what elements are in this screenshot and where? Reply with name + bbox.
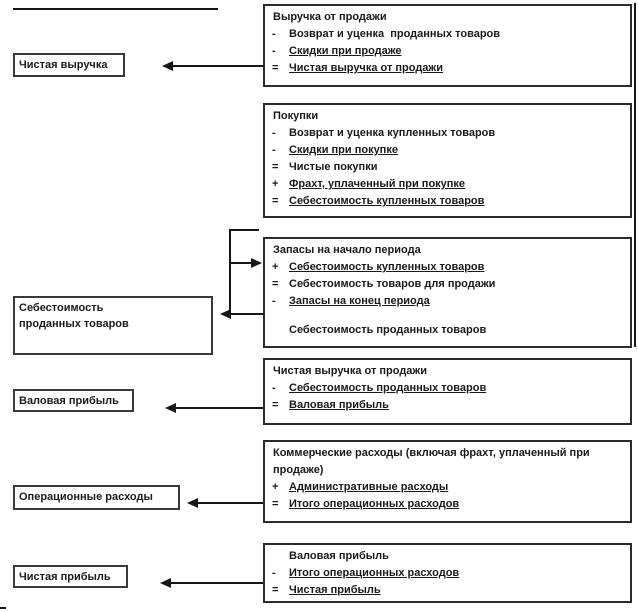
calc-title: Запасы на начало периода [273, 244, 421, 256]
calc-box-purchases: Покупки - Возврат и уценка купленных това… [263, 103, 632, 218]
arrow-line [175, 407, 263, 409]
row-operator: = [272, 161, 279, 173]
calc-row: - Себестоимость проданных товаров [272, 380, 624, 397]
label-text: Операционные расходы [19, 491, 153, 503]
row-operator: = [272, 195, 279, 207]
row-text: Чистые покупки [289, 161, 378, 173]
calc-row: = Чистая выручка от продажи [272, 60, 624, 77]
calc-row: = Чистые покупки [272, 159, 624, 176]
row-operator: - [272, 382, 276, 394]
label-net-profit: Чистая прибыль [13, 565, 128, 588]
arrowhead-left-icon [187, 498, 198, 508]
label-text: Валовая прибыль [19, 395, 119, 407]
row-operator: - [272, 295, 276, 307]
row-text: Себестоимость проданных товаров [289, 382, 487, 394]
arrowhead-left-icon [220, 309, 231, 319]
calc-row: + Административные расходы [272, 479, 624, 496]
calc-row: - Возврат и уценка проданных товаров [272, 26, 624, 43]
calc-row: + Себестоимость купленных товаров [272, 259, 624, 276]
label-net-revenue: Чистая выручка [13, 53, 125, 77]
arrow-line [172, 65, 263, 67]
row-text: Себестоимость купленных товаров [289, 195, 485, 207]
arrowhead-left-icon [160, 578, 171, 588]
row-operator: - [272, 567, 276, 579]
calc-box-gross-profit: Чистая выручка от продажи - Себестоимость… [263, 358, 632, 425]
label-text: Чистая прибыль [19, 571, 111, 583]
row-operator: = [272, 399, 279, 411]
row-operator: = [272, 584, 279, 596]
right-border-line [634, 3, 636, 347]
arrow-line [197, 502, 263, 504]
calc-title: Чистая выручка от продажи [273, 365, 427, 377]
label-text: проданных товаров [19, 318, 129, 330]
calc-row: - Запасы на конец периода [272, 293, 624, 310]
row-text: Валовая прибыль [289, 550, 389, 562]
row-text: Запасы на конец периода [289, 295, 430, 307]
row-text: Скидки при покупке [289, 144, 398, 156]
row-text: Себестоимость проданных товаров [289, 324, 487, 336]
row-text: Скидки при продаже [289, 45, 402, 57]
label-text: Себестоимость [19, 302, 104, 314]
calc-row: Валовая прибыль [272, 548, 624, 565]
label-operating-expenses: Операционные расходы [13, 485, 180, 510]
calc-row: - Скидки при продаже [272, 43, 624, 60]
label-text: Чистая выручка [19, 59, 108, 71]
row-text: Себестоимость купленных товаров [289, 261, 485, 273]
arrowhead-left-icon [165, 403, 176, 413]
row-operator: - [272, 144, 276, 156]
arrow-line [170, 582, 263, 584]
row-operator: = [272, 62, 279, 74]
row-text: Чистая прибыль [289, 584, 381, 596]
row-operator: - [272, 28, 276, 40]
row-operator: - [272, 45, 276, 57]
arrow-line [230, 313, 263, 315]
calc-row: Себестоимость проданных товаров [272, 322, 624, 339]
calc-row: - Скидки при покупке [272, 142, 624, 159]
row-operator: = [272, 278, 279, 290]
row-text: Возврат и уценка проданных товаров [289, 28, 501, 40]
arrowhead-right-icon [251, 258, 262, 268]
calc-row: = Итого операционных расходов [272, 496, 624, 513]
bottom-left-tick [0, 607, 6, 609]
calc-box-cogs: Запасы на начало периода + Себестоимость … [263, 237, 632, 348]
row-text: Итого операционных расходов [289, 498, 460, 510]
row-operator: + [272, 178, 279, 190]
calc-row: + Фрахт, уплаченный при покупке [272, 176, 624, 193]
row-text: Чистая выручка от продажи [289, 62, 443, 74]
bracket-vertical-line [229, 229, 231, 315]
calc-title: Выручка от продажи [273, 11, 387, 23]
blank-row [272, 310, 624, 322]
row-text: Фрахт, уплаченный при покупке [289, 178, 466, 190]
row-text: Себестоимость товаров для продажи [289, 278, 496, 290]
calc-row: - Возврат и уценка купленных товаров [272, 125, 624, 142]
calc-row: - Итого операционных расходов [272, 565, 624, 582]
row-text: Возврат и уценка купленных товаров [289, 127, 496, 139]
row-text: Административные расходы [289, 481, 449, 493]
row-operator: + [272, 261, 279, 273]
calc-row: = Чистая прибыль [272, 582, 624, 599]
label-gross-profit: Валовая прибыль [13, 389, 134, 412]
row-operator: = [272, 498, 279, 510]
arrowhead-left-icon [162, 61, 173, 71]
calc-row: = Себестоимость купленных товаров [272, 193, 624, 210]
top-border-line [13, 8, 218, 10]
calc-box-revenue: Выручка от продажи - Возврат и уценка про… [263, 4, 632, 87]
row-operator: - [272, 127, 276, 139]
arrow-line [229, 262, 252, 264]
calc-row: = Валовая прибыль [272, 397, 624, 414]
calc-title: Коммерческие расходы (включая фрахт, упл… [273, 447, 593, 476]
row-operator: + [272, 481, 279, 493]
row-text: Валовая прибыль [289, 399, 389, 411]
calc-row: = Себестоимость товаров для продажи [272, 276, 624, 293]
calc-title: Покупки [273, 110, 319, 122]
calc-box-net-profit: Валовая прибыль - Итого операционных расх… [263, 543, 632, 603]
calc-box-operating-expenses: Коммерческие расходы (включая фрахт, упл… [263, 440, 632, 523]
row-text: Итого операционных расходов [289, 567, 460, 579]
bracket-top-line [229, 229, 259, 231]
label-cost-of-goods-sold: Себестоимость проданных товаров [13, 296, 213, 355]
